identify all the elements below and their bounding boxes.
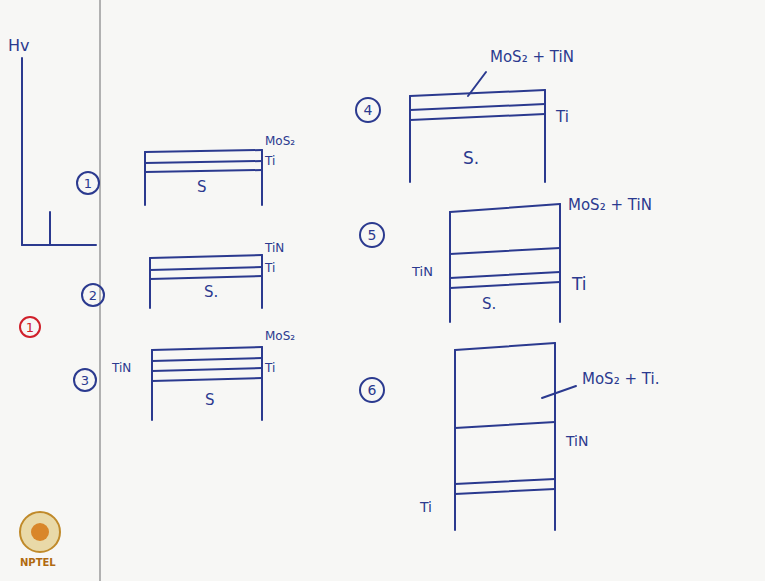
layer-label: TiN: [265, 242, 284, 254]
substrate-label: S.: [463, 150, 479, 167]
layer-label: Ti: [572, 276, 587, 293]
substrate-label: S.: [482, 297, 496, 312]
nptel-logo: [20, 512, 60, 552]
callout-number: 6: [368, 383, 377, 397]
substrate-label: S.: [204, 285, 218, 300]
substrate-label: S: [197, 180, 207, 195]
layer-label: Ti: [265, 262, 275, 274]
callout-number: 2: [89, 289, 97, 302]
callout-number: 5: [368, 228, 377, 242]
layer-label: MoS₂ + TiN: [568, 198, 652, 213]
layer-label: Ti: [420, 500, 432, 514]
callout-number: 3: [81, 374, 89, 387]
callout-number: 1: [84, 177, 92, 190]
layer-label: TiN: [112, 362, 131, 374]
layer-label: Ti: [556, 110, 569, 125]
layer-label: TiN: [566, 434, 588, 448]
layer-label: Ti: [265, 362, 275, 374]
layer-label: MoS₂: [265, 330, 295, 342]
logo-text: NPTEL: [20, 558, 56, 568]
layer-label: MoS₂ + Ti.: [582, 372, 659, 387]
axis-label: Hv: [8, 38, 30, 54]
callout-number: 1: [26, 321, 34, 334]
callout-number: 4: [364, 103, 373, 117]
layer-label: MoS₂: [265, 135, 295, 147]
substrate-label: S: [205, 393, 215, 408]
layer-label: Ti: [265, 155, 275, 167]
layer-label: MoS₂ + TiN: [490, 50, 574, 65]
layer-label: TiN: [412, 265, 433, 278]
